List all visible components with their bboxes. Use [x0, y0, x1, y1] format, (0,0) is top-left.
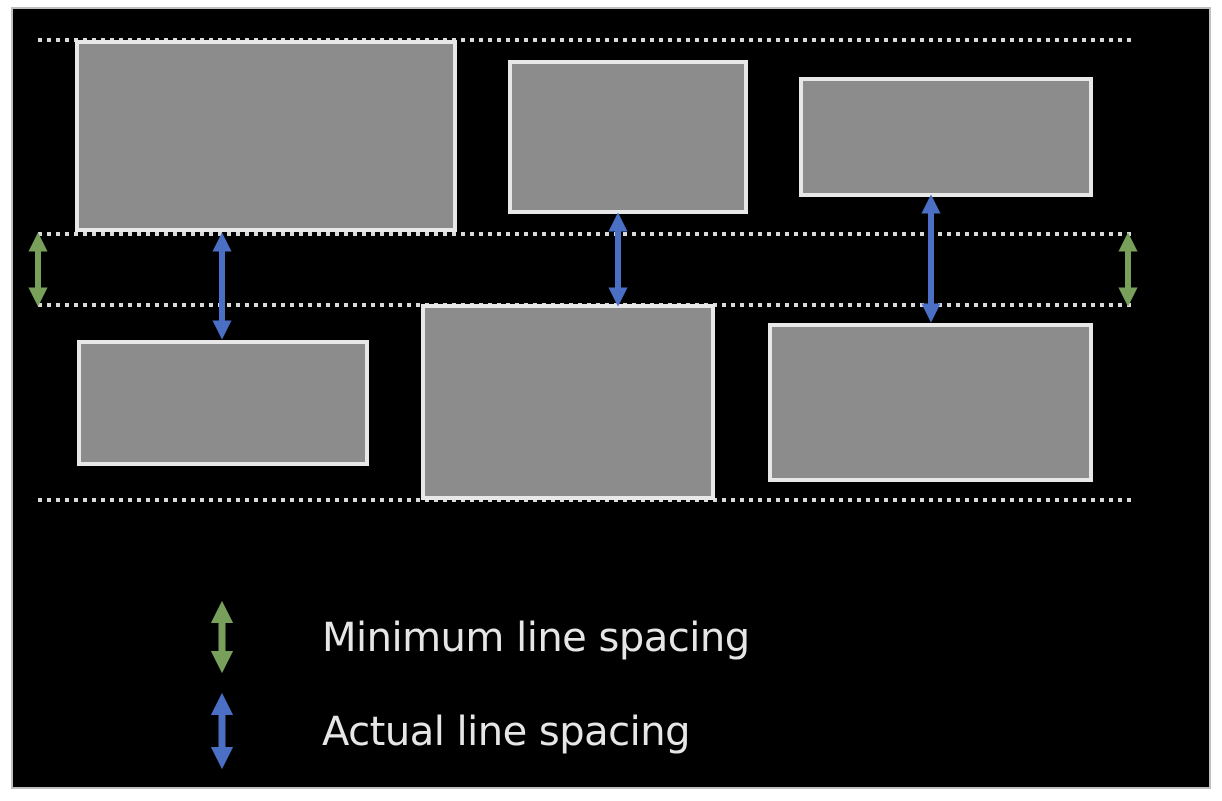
- box-row2-3: [768, 323, 1093, 482]
- actual-spacing-arrows: [212, 194, 941, 340]
- row-1-boxes: [75, 40, 1093, 232]
- box-row1-1: [75, 40, 457, 232]
- box-row2-1: [77, 340, 369, 466]
- box-row2-2: [421, 304, 715, 500]
- minimum-spacing-arrows: [28, 232, 1138, 307]
- legend-minimum-label: Minimum line spacing: [322, 615, 750, 661]
- box-row1-2: [508, 60, 748, 214]
- row-2-boxes: [77, 304, 1093, 500]
- box-row1-3: [799, 77, 1093, 197]
- legend-actual-label: Actual line spacing: [322, 709, 691, 755]
